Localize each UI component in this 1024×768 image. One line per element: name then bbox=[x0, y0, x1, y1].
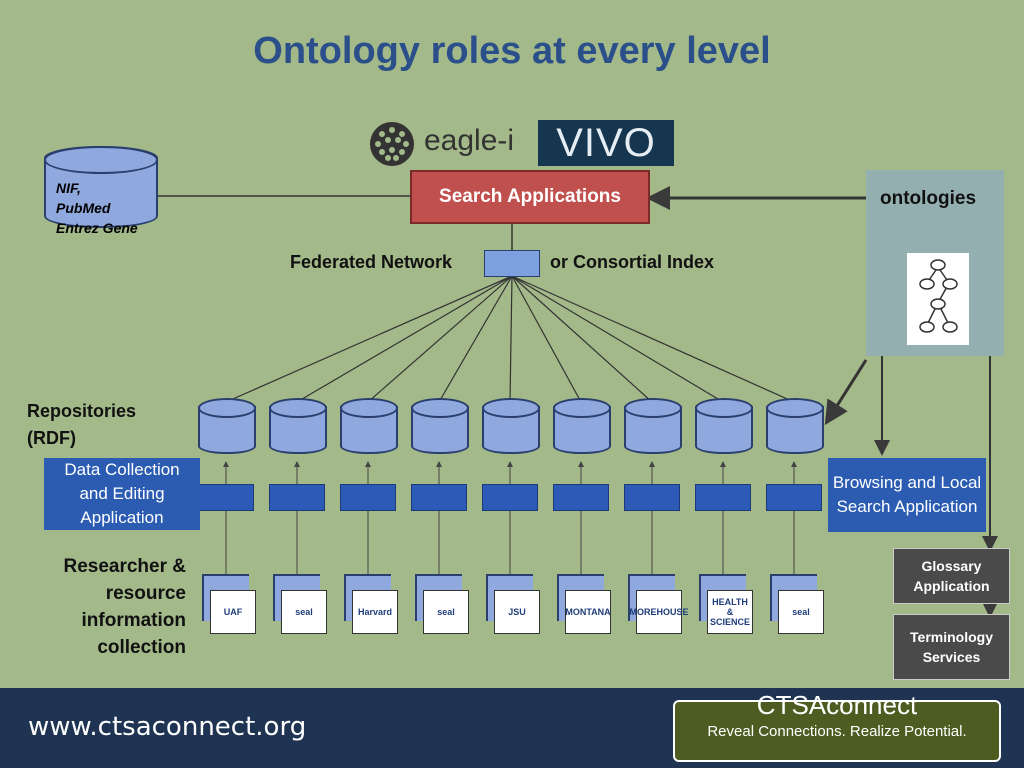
researcher-line-1: Researcher & bbox=[63, 556, 186, 577]
ontologies-panel: ontologies bbox=[866, 170, 1004, 356]
repository-cylinder bbox=[766, 398, 824, 454]
fan-line bbox=[438, 275, 513, 403]
eagle-i-dots-icon bbox=[370, 122, 414, 166]
researcher-line-2: resource bbox=[105, 583, 186, 604]
institution-logo: MONTANA bbox=[565, 590, 611, 634]
vivo-logo: VIVO bbox=[538, 120, 674, 166]
ontology-to-repo-arrow bbox=[824, 359, 868, 426]
researcher-label: Researcher & resource information collec… bbox=[40, 553, 186, 661]
ctsa-tagline: Reveal Connections. Realize Potential. bbox=[707, 723, 967, 740]
db-label-entrez: Entrez Gene bbox=[56, 220, 138, 236]
institution-logo: JSU bbox=[494, 590, 540, 634]
researcher-line-3: information bbox=[81, 610, 187, 631]
fan-line bbox=[296, 275, 513, 403]
db-label-pubmed: PubMed bbox=[56, 200, 111, 216]
collection-app-node bbox=[269, 484, 325, 511]
collection-app-node bbox=[553, 484, 609, 511]
researcher-line-4: collection bbox=[97, 637, 186, 658]
browsing-box: Browsing and Local Search Application bbox=[828, 458, 986, 532]
repository-cylinder bbox=[198, 398, 256, 454]
ontologies-label: ontologies bbox=[880, 188, 977, 209]
institution-logo: seal bbox=[778, 590, 824, 634]
institution-logo: MOREHOUSE bbox=[630, 590, 689, 634]
footer-url[interactable]: www.ctsaconnect.org bbox=[28, 712, 307, 742]
repository-cylinder bbox=[340, 398, 398, 454]
repository-cylinder bbox=[411, 398, 469, 454]
institution-logo: UAF bbox=[210, 590, 256, 634]
fan-line bbox=[511, 275, 653, 403]
repository-cylinder bbox=[553, 398, 611, 454]
collection-app-node bbox=[482, 484, 538, 511]
fan-line bbox=[225, 275, 513, 403]
glossary-box: Glossary Application bbox=[893, 548, 1010, 604]
federated-index-node bbox=[484, 250, 540, 277]
repository-cylinder bbox=[695, 398, 753, 454]
institution-logo: HEALTH & SCIENCE bbox=[707, 590, 753, 634]
terminology-box: Terminology Services bbox=[893, 614, 1010, 680]
ctsa-title: CTSAconnect bbox=[756, 690, 918, 720]
fan-line bbox=[367, 275, 513, 403]
eagle-i-logo bbox=[368, 120, 420, 168]
fan-line bbox=[509, 275, 513, 403]
institution-logo: seal bbox=[423, 590, 469, 634]
data-collection-box: Data Collection and Editing Application bbox=[44, 458, 200, 530]
consortial-index-label: or Consortial Index bbox=[550, 252, 715, 272]
repositories-label: Repositories (RDF) bbox=[27, 398, 136, 452]
db-label-nif: NIF, bbox=[56, 180, 81, 196]
fan-line bbox=[511, 275, 724, 403]
collection-app-node bbox=[695, 484, 751, 511]
repository-cylinder bbox=[269, 398, 327, 454]
rdf-text: (RDF) bbox=[27, 428, 76, 448]
slide-title: Ontology roles at every level bbox=[253, 30, 771, 72]
ontology-tree-icon bbox=[907, 253, 969, 345]
eagle-i-wordmark: eagle-i bbox=[424, 124, 515, 157]
federated-network-label: Federated Network bbox=[290, 252, 453, 272]
collection-app-node bbox=[624, 484, 680, 511]
collection-app-node bbox=[766, 484, 822, 511]
repository-cylinder bbox=[482, 398, 540, 454]
fan-line bbox=[511, 275, 795, 403]
fan-line bbox=[511, 275, 582, 403]
federated-fan-lines bbox=[225, 275, 795, 403]
collection-app-node bbox=[340, 484, 396, 511]
vertical-stack-lines bbox=[223, 461, 797, 574]
collection-app-node bbox=[198, 484, 254, 511]
institution-logo: seal bbox=[281, 590, 327, 634]
repositories-text: Repositories bbox=[27, 401, 137, 421]
external-database: NIF, PubMed Entrez Gene bbox=[44, 146, 158, 236]
ctsa-banner: CTSAconnect Reveal Connections. Realize … bbox=[673, 692, 1001, 762]
repository-cylinder bbox=[624, 398, 682, 454]
search-applications-box: Search Applications bbox=[410, 170, 650, 224]
collection-app-node bbox=[411, 484, 467, 511]
institution-logo: Harvard bbox=[352, 590, 398, 634]
